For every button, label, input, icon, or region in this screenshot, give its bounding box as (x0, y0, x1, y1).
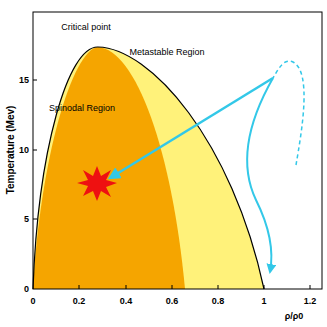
tick-label: 10 (19, 146, 29, 155)
axis-title: Temperature (Mev) (6, 106, 16, 195)
plot-frame (33, 12, 322, 289)
tick-label: 0 (30, 297, 35, 306)
spinodal-region (33, 47, 185, 289)
tick-label: 0.8 (212, 297, 225, 306)
tick-label: 15 (19, 76, 29, 85)
callout-label: Critical point (61, 23, 111, 32)
axis-title: ρ/ρ0 (285, 312, 304, 321)
tick-label: 5 (24, 215, 29, 224)
ticks (33, 80, 310, 289)
metastable-region (33, 47, 264, 289)
fragmentation-star (77, 166, 117, 201)
dashed-trajectory (273, 61, 304, 165)
region-label: Spinodal Region (49, 104, 115, 113)
coexistence-curve (33, 47, 264, 289)
trajectory-arrow (247, 78, 273, 272)
tick-label: 0 (24, 285, 29, 294)
tick-label: 0.2 (73, 297, 86, 306)
tick-label: 1.2 (304, 297, 317, 306)
tick-label: 0.6 (166, 297, 179, 306)
tick-label: 1 (261, 297, 266, 306)
region-label: Metastable Region (129, 48, 204, 57)
trajectory-arrow (110, 78, 273, 178)
tick-label: 0.4 (120, 297, 133, 306)
